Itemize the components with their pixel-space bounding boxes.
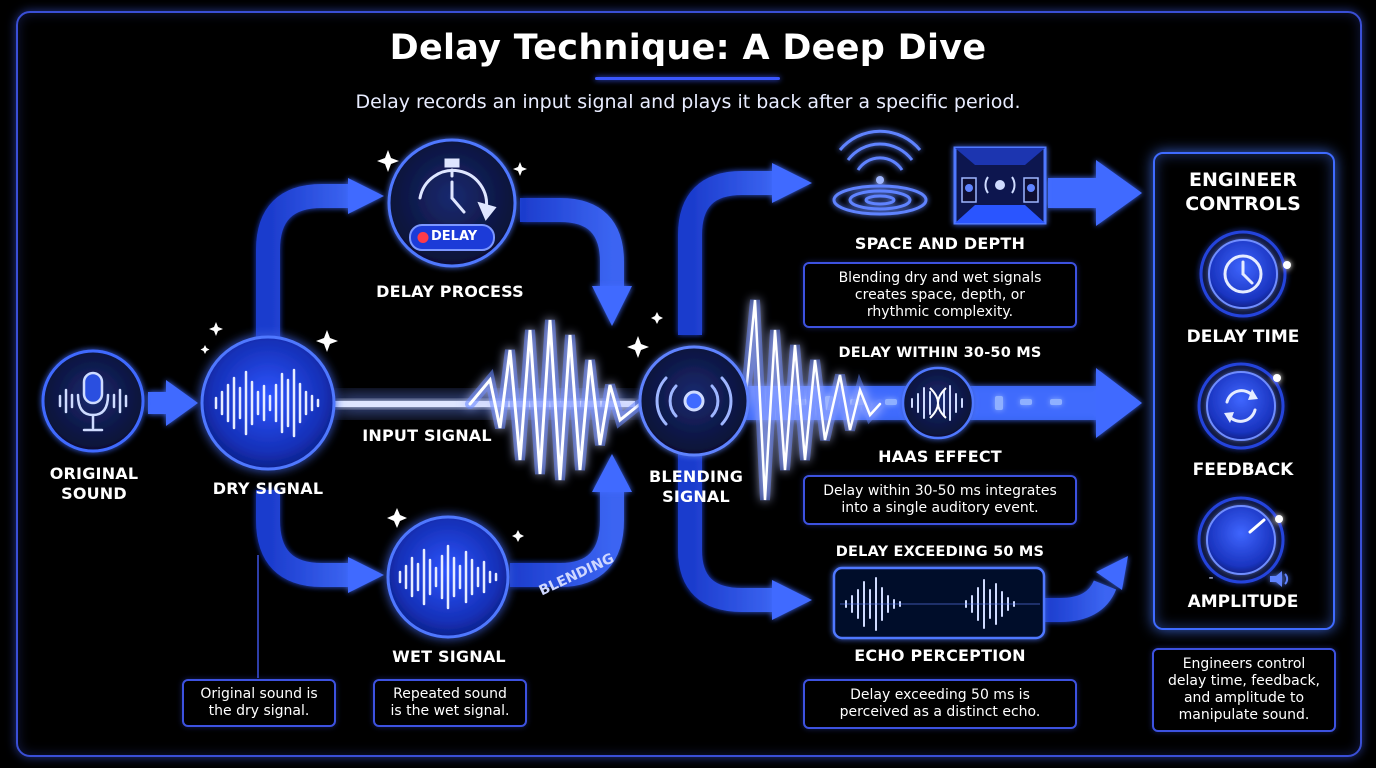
waveform-icon xyxy=(214,368,320,438)
note-line: Engineers control xyxy=(1182,656,1306,672)
delay-time-label: DELAY TIME xyxy=(1186,327,1300,347)
desc-line: rhythmic complexity. xyxy=(866,303,1014,320)
feedback-label: FEEDBACK xyxy=(1192,460,1294,480)
arrowhead xyxy=(348,178,384,214)
delay-badge-label: DELAY xyxy=(431,229,478,244)
original-sound-label: ORIGINAL SOUND xyxy=(40,464,148,504)
wet-signal-label: WET SIGNAL xyxy=(392,647,506,666)
arrowhead xyxy=(592,454,632,492)
microphone-icon xyxy=(58,371,128,432)
note-line: and amplitude to xyxy=(1183,690,1305,706)
dry-signal-label: DRY SIGNAL xyxy=(212,479,324,498)
feedback-knob xyxy=(1197,362,1285,450)
output-waveform xyxy=(740,299,885,501)
clock-icon xyxy=(1223,254,1263,294)
dry-signal-node xyxy=(200,335,336,471)
echo-description: Delay exceeding 50 ms is perceived as a … xyxy=(803,679,1077,729)
flow-original-to-dry xyxy=(148,392,168,414)
amplitude-knob xyxy=(1197,496,1289,587)
amplitude-minus: - xyxy=(1208,570,1214,586)
note-line: manipulate sound. xyxy=(1178,707,1310,723)
input-signal-label: INPUT SIGNAL xyxy=(362,426,492,445)
page-title: Delay Technique: A Deep Dive xyxy=(389,28,987,68)
haas-effect-node xyxy=(901,366,975,440)
desc-line: Delay exceeding 50 ms is xyxy=(850,687,1030,703)
desc-line: into a single auditory event. xyxy=(841,500,1039,516)
delay-time-knob xyxy=(1199,230,1291,318)
room-speakers-icon xyxy=(953,146,1047,225)
title-line: ENGINEER xyxy=(1188,169,1298,191)
space-depth-description: Blending dry and wet signals creates spa… xyxy=(803,262,1077,328)
input-waveform xyxy=(465,319,645,481)
arrowhead xyxy=(1096,368,1142,438)
flow-blend-to-space xyxy=(678,171,775,335)
arrowhead xyxy=(1096,160,1142,226)
flow-dry-to-delay xyxy=(256,184,350,345)
desc-line: Delay within 30-50 ms integrates xyxy=(823,483,1057,499)
echo-heading: DELAY EXCEEDING 50 MS xyxy=(835,544,1045,560)
arrowhead xyxy=(348,557,384,593)
echo-waveform-box xyxy=(832,566,1046,640)
note-line: is the wet signal. xyxy=(390,703,510,719)
engineer-controls-title: ENGINEER CONTROLS xyxy=(1153,168,1333,216)
wet-signal-node xyxy=(386,515,510,639)
blending-signal-node xyxy=(638,345,750,457)
page-subtitle: Delay records an input signal and plays … xyxy=(355,91,1021,113)
desc-line: Blending dry and wet signals xyxy=(838,269,1042,286)
note-line: Repeated sound xyxy=(393,686,507,702)
delay-process-node xyxy=(387,138,517,268)
original-sound-node xyxy=(41,349,145,453)
waveform-icon xyxy=(398,544,498,610)
engineer-note: Engineers control delay time, feedback, … xyxy=(1152,648,1336,732)
desc-line: perceived as a distinct echo. xyxy=(839,704,1041,720)
note-line: the dry signal. xyxy=(208,703,310,719)
arrowhead xyxy=(772,163,812,203)
flow-wet-to-blend xyxy=(510,490,624,587)
speaker-icon xyxy=(655,376,733,426)
stopwatch-icon xyxy=(418,158,497,221)
flow-blend-to-echo xyxy=(678,445,775,612)
engineer-controls-panel xyxy=(1153,152,1335,630)
title-line: CONTROLS xyxy=(1185,193,1301,215)
flow-dry-to-wet xyxy=(256,490,350,587)
amplitude-label: AMPLITUDE xyxy=(1187,592,1299,612)
flow-space-to-controls xyxy=(1048,178,1100,208)
record-dot-icon xyxy=(417,232,429,243)
delay-badge xyxy=(409,224,495,251)
refresh-icon xyxy=(1224,389,1258,423)
outer-frame xyxy=(16,11,1362,757)
label-line: SOUND xyxy=(61,484,127,503)
title-underline xyxy=(595,77,780,80)
arrowhead xyxy=(166,380,198,426)
volume-icon xyxy=(1270,571,1289,587)
echo-perception-title: ECHO PERCEPTION xyxy=(854,646,1026,665)
input-signal-line xyxy=(335,401,635,407)
label-line: SIGNAL xyxy=(662,487,730,506)
space-depth-title: SPACE AND DEPTH xyxy=(854,234,1026,253)
flow-delay-to-blend xyxy=(520,198,624,288)
concentric-waves-icon xyxy=(832,129,928,216)
haas-effect-title: HAAS EFFECT xyxy=(878,447,1002,466)
arrowhead xyxy=(1096,556,1128,590)
blending-signal-label: BLENDING SIGNAL xyxy=(636,467,756,507)
delay-process-label: DELAY PROCESS xyxy=(376,282,524,301)
label-line: ORIGINAL xyxy=(49,464,139,483)
flow-echo-to-controls xyxy=(1045,579,1117,622)
haas-heading: DELAY WITHIN 30-50 MS xyxy=(838,345,1042,361)
arrowhead xyxy=(772,580,812,620)
note-line: delay time, feedback, xyxy=(1168,673,1320,689)
label-line: BLENDING xyxy=(648,467,744,486)
note-line: Original sound is xyxy=(200,686,318,702)
sparkles xyxy=(200,150,663,542)
arrowhead xyxy=(592,286,632,326)
haas-description: Delay within 30-50 ms integrates into a … xyxy=(803,475,1077,525)
desc-line: creates space, depth, or xyxy=(854,286,1026,303)
